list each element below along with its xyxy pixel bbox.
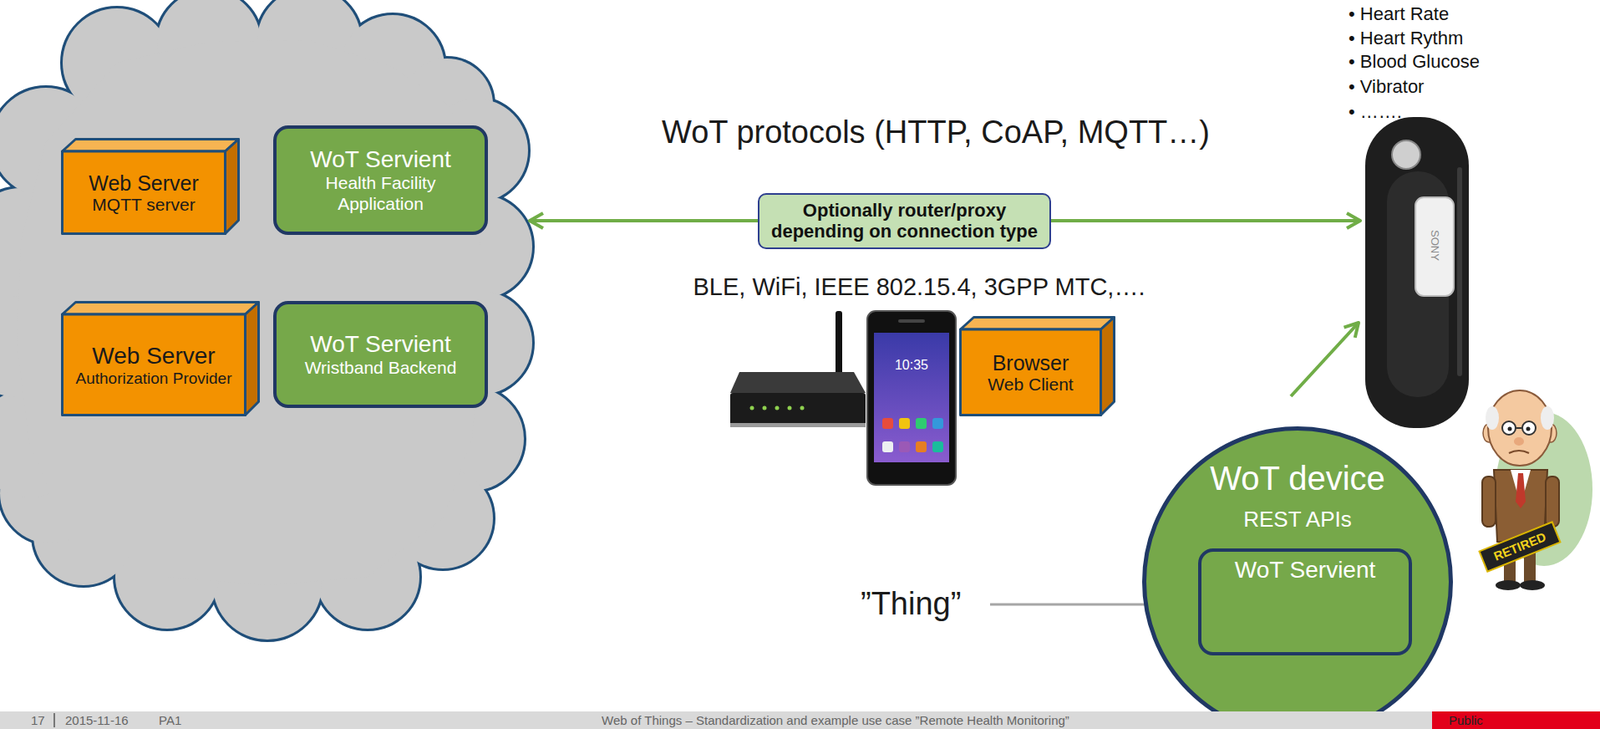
node-subtitle: Authorization Provider xyxy=(76,369,233,388)
servient-box: WoT ServientWristband Backend xyxy=(273,300,488,408)
device-arrow xyxy=(1290,322,1359,397)
router-icon xyxy=(730,310,866,427)
footer-divider xyxy=(53,712,56,727)
node-subtitle: MQTT server xyxy=(91,194,195,215)
server-box: Web ServerAuthorization Provider xyxy=(60,300,260,417)
proxy-box: Optionally router/proxy depending on con… xyxy=(757,193,1052,249)
sensor-item: • Heart Rythm xyxy=(1348,27,1463,49)
thing-label: ”Thing” xyxy=(860,585,961,623)
brand-text: SONY xyxy=(1428,219,1442,270)
node-title: WoT device xyxy=(1146,458,1449,498)
link-types: BLE, WiFi, IEEE 802.15.4, 3GPP MTC,…. xyxy=(584,273,1254,301)
node-title: WoT Servient xyxy=(309,146,452,173)
phone-clock: 10:35 xyxy=(873,357,950,373)
classification: Public xyxy=(1448,712,1484,727)
node-title: Web Server xyxy=(88,171,199,196)
servient-box: WoT ServientHealth Facility Application xyxy=(273,125,488,235)
footer-date: 2015-11-16 xyxy=(65,712,129,727)
server-box: Web ServerMQTT server xyxy=(60,137,240,235)
client-box: BrowserWeb Client xyxy=(959,315,1116,417)
footer-code: PA1 xyxy=(158,712,182,727)
footer-title: Web of Things – Standardization and exam… xyxy=(401,712,1270,727)
protocol-heading: WoT protocols (HTTP, CoAP, MQTT…) xyxy=(584,114,1287,152)
node-title: WoT Servient xyxy=(1201,556,1409,584)
retired-cartoon xyxy=(1479,390,1593,590)
node-subtitle: Web Client xyxy=(987,374,1073,395)
sensor-item: • Blood Glucose xyxy=(1348,50,1480,72)
sensor-item: • Heart Rate xyxy=(1348,3,1449,25)
servient-box: WoT Servient xyxy=(1198,548,1413,656)
sensor-item: • Vibrator xyxy=(1348,76,1424,97)
node-subtitle: Wristband Backend xyxy=(304,357,458,378)
sensor-item: • ……. xyxy=(1348,101,1402,122)
node-title: Optionally router/proxy depending on con… xyxy=(769,199,1040,243)
node-subtitle: Health Facility Application xyxy=(284,172,477,214)
node-title: Web Server xyxy=(91,342,215,370)
device-circle: WoT deviceREST APIsWoT Servient xyxy=(1142,426,1453,729)
node-subtitle: REST APIs xyxy=(1146,507,1449,533)
node-title: WoT Servient xyxy=(309,330,452,358)
wristband-image xyxy=(1365,116,1469,428)
phone-icon xyxy=(867,310,956,485)
node-title: Browser xyxy=(992,350,1070,376)
page-number: 17 xyxy=(30,712,46,727)
cloud-shape xyxy=(0,0,533,640)
